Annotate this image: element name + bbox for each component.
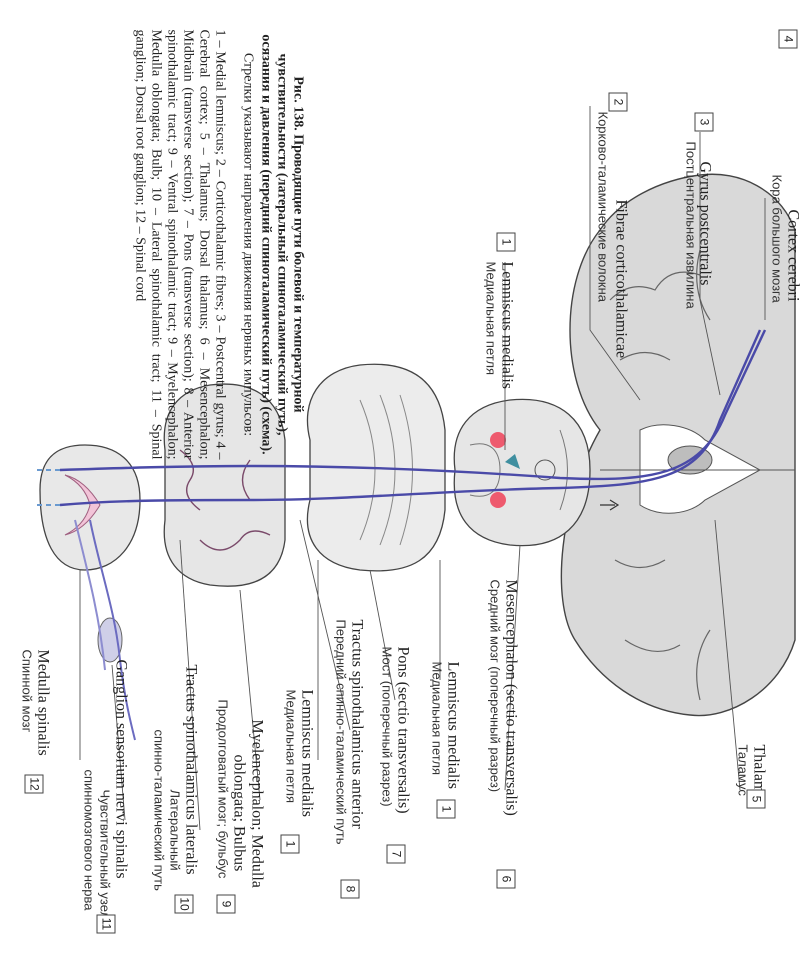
label-ganglion-lat: Ganglion sensorium nervi spinalis bbox=[113, 660, 130, 879]
label-num-7: 7 bbox=[387, 845, 406, 864]
label-num-1-top: 1 bbox=[497, 233, 516, 252]
label-medulla-spinalis-rus: Спинной мозг bbox=[20, 650, 34, 733]
label-num-12: 12 bbox=[25, 775, 44, 794]
label-cortex-lat: Cortex cerebri bbox=[785, 210, 802, 302]
label-num-1-mid: 1 bbox=[437, 800, 456, 819]
label-mesencephalon-rus: Средний мозг (поперечный разрез) bbox=[488, 580, 502, 793]
label-lemniscus-mid-rus: Медиальная петля bbox=[430, 662, 444, 776]
label-cortex-rus: Кора большого мозга bbox=[770, 175, 784, 303]
label-lemniscus-low-lat: Lemniscus medialis bbox=[299, 690, 316, 818]
label-num-3: 3 bbox=[695, 113, 714, 132]
label-tractus-lateralis-rus1: Латеральный bbox=[168, 790, 182, 871]
label-ganglion-rus2: спинномозгового нерва bbox=[82, 770, 96, 911]
label-num-10: 10 bbox=[175, 895, 194, 914]
label-num-11: 11 bbox=[97, 915, 116, 934]
label-fibrae-lat: Fibrae corticothalamicae bbox=[613, 200, 630, 359]
label-lemniscus-mid-lat: Lemniscus medialis bbox=[445, 662, 462, 790]
label-myelencephalon-lat1: Myelencephalon; Medulla bbox=[249, 720, 266, 888]
label-num-2: 2 bbox=[609, 93, 628, 112]
label-gyrus-rus: Постцентральная извилина bbox=[684, 142, 698, 309]
label-num-1-low: 1 bbox=[281, 835, 300, 854]
label-myelencephalon-rus: Продолговатый мозг; бульбус bbox=[216, 700, 230, 879]
label-lemniscus-top-lat: Lemniscus medialis bbox=[499, 262, 516, 390]
label-fibrae-rus: Корково-таламические волокна bbox=[596, 112, 610, 303]
label-ganglion-rus1: Чувствительный узел bbox=[98, 790, 112, 920]
label-num-6: 6 bbox=[497, 870, 516, 889]
label-tractus-lateralis-lat: Tractus spinothalamicus lateralis bbox=[183, 665, 200, 875]
label-pons-rus: Мост (поперечный разрез) bbox=[380, 647, 394, 807]
caption-note: Стрелки указывают направления движения н… bbox=[240, 30, 256, 460]
caption-legend: 1 – Medial lemniscus; 2 – Corticothalami… bbox=[132, 30, 228, 460]
label-lemniscus-low-rus: Медиальная петля bbox=[284, 690, 298, 804]
label-pons-lat: Pons (sectio transversalis) bbox=[395, 647, 412, 814]
label-mesencephalon-lat: Mesencephalon (sectio transversalis) bbox=[503, 580, 520, 816]
label-lemniscus-top-rus: Медиальная петля bbox=[484, 262, 498, 376]
label-num-5: 5 bbox=[747, 790, 766, 809]
label-thalamus-rus: Таламус bbox=[736, 745, 750, 796]
figure-caption: Рис. 138. Проводящие пути болевой и темп… bbox=[132, 30, 306, 460]
label-tractus-lateralis-rus2: спинно-таламический путь bbox=[152, 730, 166, 891]
label-medulla-spinalis-lat: Medulla spinalis bbox=[35, 650, 52, 756]
label-num-8: 8 bbox=[341, 880, 360, 899]
label-gyrus-lat: Gyrus postcentralis bbox=[697, 162, 714, 286]
label-tractus-anterior-rus: Передний спинно-таламический путь bbox=[334, 620, 348, 845]
label-tractus-anterior-lat: Tractus spinothalamicus anterior bbox=[349, 620, 366, 829]
label-myelencephalon-lat2: oblongata; Bulbus bbox=[231, 755, 248, 872]
label-num-9: 9 bbox=[217, 895, 236, 914]
label-num-4: 4 bbox=[779, 30, 798, 49]
caption-title: Рис. 138. Проводящие пути болевой и темп… bbox=[258, 30, 306, 460]
